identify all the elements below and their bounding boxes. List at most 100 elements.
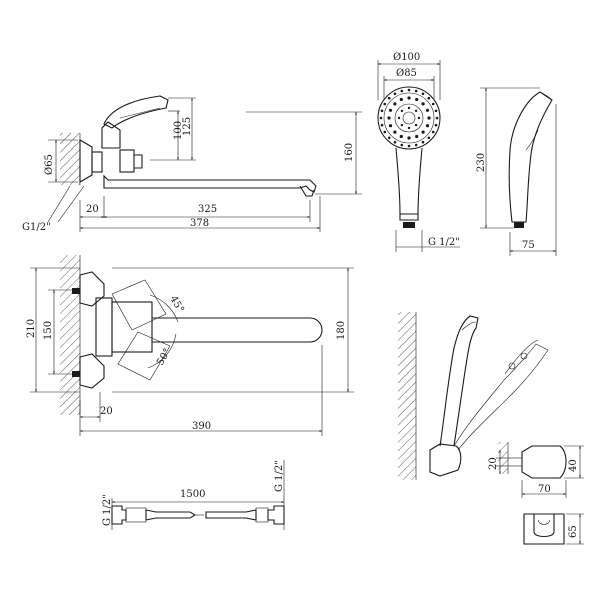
holder-bracket: [429, 443, 462, 477]
dim-20-holder: 20: [488, 457, 499, 470]
nozzle-dot: [379, 116, 383, 120]
dim-70: 70: [538, 484, 551, 495]
nozzle-dot: [400, 143, 404, 147]
nozzle-dot: [427, 116, 431, 120]
nozzle-dot: [421, 92, 425, 96]
nozzle-dot: [399, 134, 403, 139]
nozzle-dot: [393, 140, 397, 144]
holder-side: [521, 445, 567, 479]
shower-head-side: [508, 91, 553, 223]
dim-160: 160: [344, 143, 355, 162]
shower-head-views: G 1/2" Ø100 Ø85 230 75: [377, 52, 557, 256]
dim-230: 230: [476, 153, 487, 172]
nozzle-dot: [393, 102, 397, 106]
dim-100: 100: [173, 121, 184, 140]
dim-d100: Ø100: [393, 52, 420, 63]
nozzle-dot: [434, 109, 438, 113]
nozzle-dot: [435, 116, 439, 120]
dim-378: 378: [190, 218, 209, 229]
wall-hatch: [60, 133, 80, 185]
nozzle-dot: [387, 116, 391, 120]
hose-drawing: 1500 G 1/2" G 1/2": [102, 460, 285, 530]
dim-75: 75: [522, 240, 535, 251]
dim-40: 40: [568, 459, 579, 472]
nozzle-dot: [388, 124, 393, 128]
nozzle-dot: [421, 130, 425, 134]
nozzle-dot: [400, 109, 404, 113]
nozzle-dot: [383, 130, 387, 134]
nozzle-dot: [383, 102, 387, 106]
dim-1500: 1500: [180, 489, 205, 500]
nozzle-dot: [425, 108, 430, 112]
nozzle-dot: [407, 96, 411, 100]
dim-20-plan: 20: [100, 406, 113, 417]
dim-210: 210: [26, 319, 37, 338]
nozzle-dot: [421, 102, 425, 106]
shower-head-outer: [377, 86, 441, 150]
nozzle-dot: [407, 136, 411, 140]
nozzle-dot: [407, 106, 411, 110]
shower-in-holder: [439, 315, 479, 447]
wall-hatch-plan: [60, 255, 80, 415]
nozzle-dot: [393, 92, 397, 96]
nozzle-dot: [417, 116, 421, 120]
nozzle-dot: [415, 134, 419, 139]
dim-325: 325: [198, 204, 217, 215]
escutcheon: [79, 139, 93, 183]
wall-hatch-holder: [398, 312, 416, 480]
dim-125: 125: [182, 117, 193, 136]
shower-nozzles: [379, 88, 439, 148]
nozzle-dot: [388, 108, 393, 112]
nozzle-dot: [414, 109, 418, 113]
dim-390: 390: [192, 421, 211, 432]
escutcheon-lower: [79, 353, 105, 389]
shower-handle-front: [395, 147, 423, 215]
nozzle-dot: [415, 97, 419, 102]
dim-d85: Ø85: [396, 68, 417, 79]
dim-45deg: 45°: [167, 294, 185, 315]
faucet-plan-view: 210 150 180 45° 50° 20 390: [26, 255, 354, 436]
nozzle-dot: [407, 126, 411, 130]
escutcheon-upper: [79, 271, 105, 307]
nozzle-dot: [414, 89, 418, 93]
dim-d65: Ø65: [44, 154, 55, 175]
shower-holder-assembly: 20 40 70 65: [398, 312, 584, 545]
faucet-spout: [103, 174, 317, 193]
thread-g12-hose-left: G 1/2": [102, 494, 113, 526]
nozzle-dot: [380, 123, 384, 127]
nozzle-dot: [427, 96, 431, 100]
nozzle-dot: [397, 116, 401, 120]
dim-65-holder: 65: [568, 525, 579, 538]
nozzle-dot: [399, 97, 403, 102]
nozzle-dot: [421, 140, 425, 144]
nozzle-dot: [380, 109, 384, 113]
nozzle-dot: [400, 89, 404, 93]
faucet-lever: [103, 95, 169, 129]
nozzle-dot: [434, 123, 438, 127]
dim-50deg: 50°: [155, 347, 173, 368]
nozzle-dot: [400, 123, 404, 127]
nozzle-dot: [414, 123, 418, 127]
nozzle-dot: [427, 136, 431, 140]
nozzle-dot: [407, 144, 411, 148]
hose-fitting-left: [111, 505, 127, 525]
spout-plan: [152, 317, 323, 343]
dim-150: 150: [43, 321, 54, 340]
nozzle-dot: [393, 130, 397, 134]
dim-180: 180: [336, 321, 347, 340]
nozzle-dot: [414, 143, 418, 147]
holder-front: [523, 513, 565, 545]
nozzle-dot: [425, 124, 430, 128]
shower-tilted: [453, 343, 549, 451]
dim-20-top: 20: [86, 204, 99, 215]
faucet-side-view: 100 125 160 Ø65 20 325 378 G1/2": [22, 95, 362, 233]
nozzle-dot: [407, 88, 411, 92]
nozzle-dot: [431, 102, 435, 106]
thread-g12-shower: G 1/2": [428, 237, 460, 248]
thread-g12-hose-right: G 1/2": [274, 460, 285, 492]
nozzle-dot: [431, 130, 435, 134]
nozzle-dot: [387, 96, 391, 100]
nozzle-dot: [387, 136, 391, 140]
